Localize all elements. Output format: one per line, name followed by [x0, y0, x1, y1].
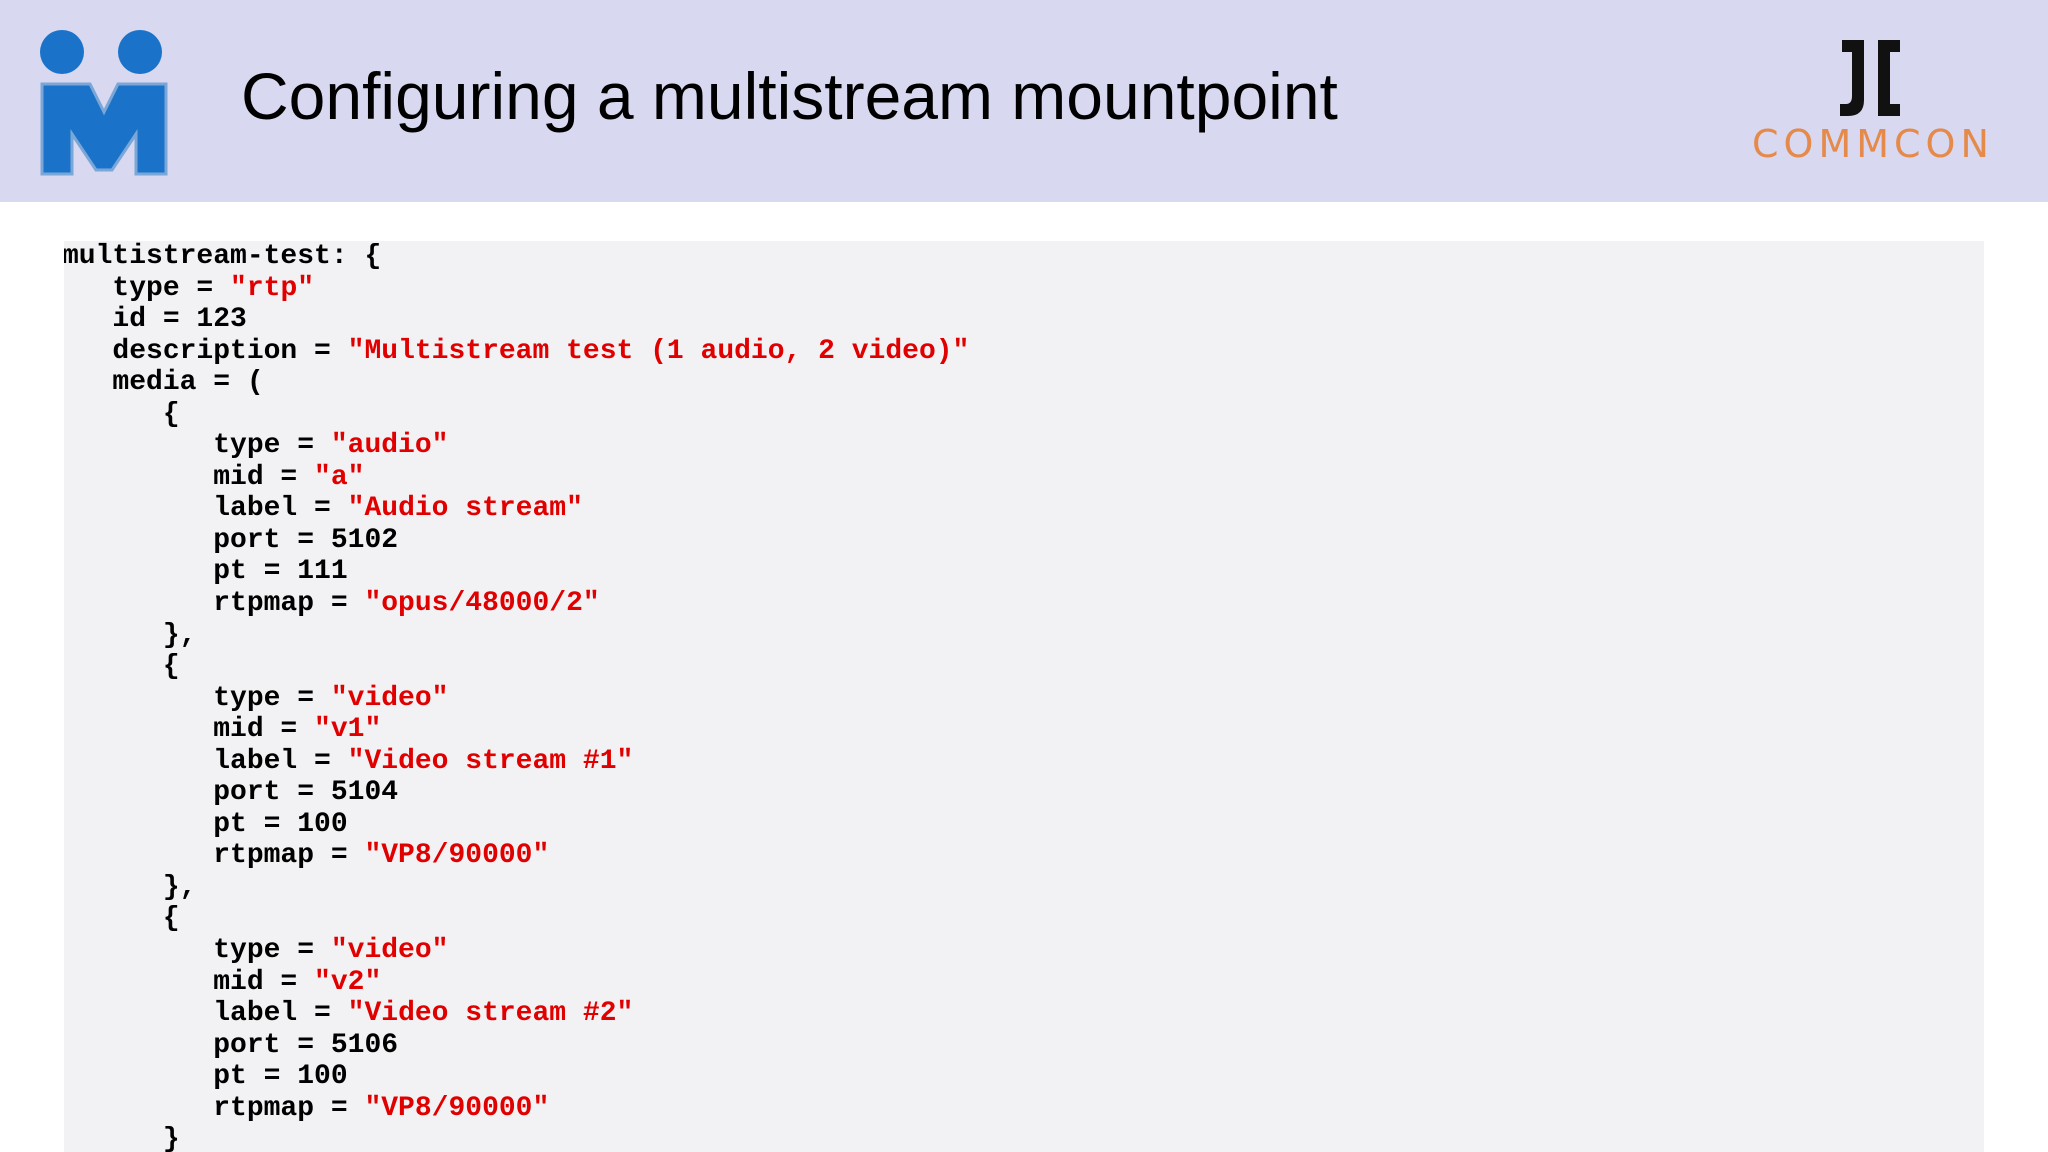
code-line: pt = 100	[64, 1061, 969, 1093]
code-line: {	[64, 903, 969, 935]
config-code: multistream-test: { type = "rtp" id = 12…	[64, 241, 969, 1152]
code-line: rtpmap = "opus/48000/2"	[64, 588, 969, 620]
code-line: {	[64, 651, 969, 683]
code-text: },	[64, 871, 197, 903]
code-line: mid = "a"	[64, 462, 969, 494]
code-string: "opus/48000/2"	[364, 588, 600, 620]
slide-title: Configuring a multistream mountpoint	[241, 59, 1338, 133]
code-string: "v2"	[314, 966, 382, 998]
code-text: type =	[64, 272, 231, 304]
code-text: rtpmap =	[64, 840, 365, 872]
code-text: {	[64, 903, 180, 935]
code-block: multistream-test: { type = "rtp" id = 12…	[64, 241, 1984, 1152]
code-text: multistream-test: {	[64, 241, 382, 272]
code-text: type =	[64, 935, 331, 967]
code-line: type = "video"	[64, 935, 969, 967]
code-text: port = 5106	[64, 1029, 399, 1061]
code-string: "v1"	[314, 714, 382, 746]
code-text: label =	[64, 998, 348, 1030]
code-line: port = 5106	[64, 1030, 969, 1062]
code-text: },	[64, 619, 197, 651]
code-text: pt = 100	[64, 808, 348, 840]
commcon-mark-graphic	[1840, 40, 1900, 116]
code-text: mid =	[64, 461, 315, 493]
code-text: rtpmap =	[64, 588, 365, 620]
code-text: port = 5102	[64, 524, 399, 556]
code-line: label = "Video stream #1"	[64, 746, 969, 778]
code-string: "VP8/90000"	[364, 1092, 550, 1124]
code-line: pt = 100	[64, 809, 969, 841]
code-line: media = (	[64, 367, 969, 399]
code-string: "Multistream test (1 audio, 2 video)"	[347, 335, 970, 367]
code-string: "rtp"	[230, 272, 315, 304]
code-string: "Audio stream"	[347, 493, 583, 525]
code-text: }	[64, 1124, 180, 1152]
code-line: label = "Audio stream"	[64, 493, 969, 525]
code-text: pt = 111	[64, 556, 348, 588]
code-line: port = 5102	[64, 525, 969, 557]
code-text: pt = 100	[64, 1061, 348, 1093]
code-string: "Video stream #1"	[347, 745, 634, 777]
code-string: "VP8/90000"	[364, 840, 550, 872]
code-line: id = 123	[64, 304, 969, 336]
commcon-logo-icon: COMMCON	[1752, 38, 1992, 168]
code-line: pt = 111	[64, 556, 969, 588]
code-text: mid =	[64, 714, 315, 746]
code-text: mid =	[64, 966, 315, 998]
code-text: description =	[64, 335, 348, 367]
code-line: type = "audio"	[64, 430, 969, 462]
code-text: type =	[64, 430, 331, 462]
code-line: description = "Multistream test (1 audio…	[64, 336, 969, 368]
code-string: "video"	[330, 935, 449, 967]
code-text: {	[64, 651, 180, 683]
code-line: },	[64, 872, 969, 904]
janus-logo-graphic	[40, 30, 168, 176]
code-line: {	[64, 399, 969, 431]
code-line: label = "Video stream #2"	[64, 998, 969, 1030]
code-line: mid = "v1"	[64, 714, 969, 746]
code-text: rtpmap =	[64, 1092, 365, 1124]
code-line: },	[64, 620, 969, 652]
code-line: type = "video"	[64, 683, 969, 715]
code-text: label =	[64, 745, 348, 777]
code-string: "video"	[330, 682, 449, 714]
code-text: port = 5104	[64, 777, 399, 809]
code-text: id = 123	[64, 304, 247, 336]
code-line: }	[64, 1124, 969, 1152]
code-line: type = "rtp"	[64, 273, 969, 305]
code-line: rtpmap = "VP8/90000"	[64, 1093, 969, 1125]
slide-header: Configuring a multistream mountpoint COM…	[0, 0, 2048, 202]
code-text: label =	[64, 493, 348, 525]
code-string: "Video stream #2"	[347, 998, 634, 1030]
code-text: type =	[64, 682, 331, 714]
code-line: mid = "v2"	[64, 967, 969, 999]
code-line: port = 5104	[64, 777, 969, 809]
code-line: rtpmap = "VP8/90000"	[64, 840, 969, 872]
janus-logo-icon	[34, 28, 174, 178]
code-string: "a"	[314, 461, 365, 493]
code-text: {	[64, 398, 180, 430]
code-line: multistream-test: {	[64, 241, 969, 273]
code-text: media = (	[64, 367, 264, 399]
commcon-brand-text: COMMCON	[1752, 122, 1994, 166]
code-string: "audio"	[330, 430, 449, 462]
